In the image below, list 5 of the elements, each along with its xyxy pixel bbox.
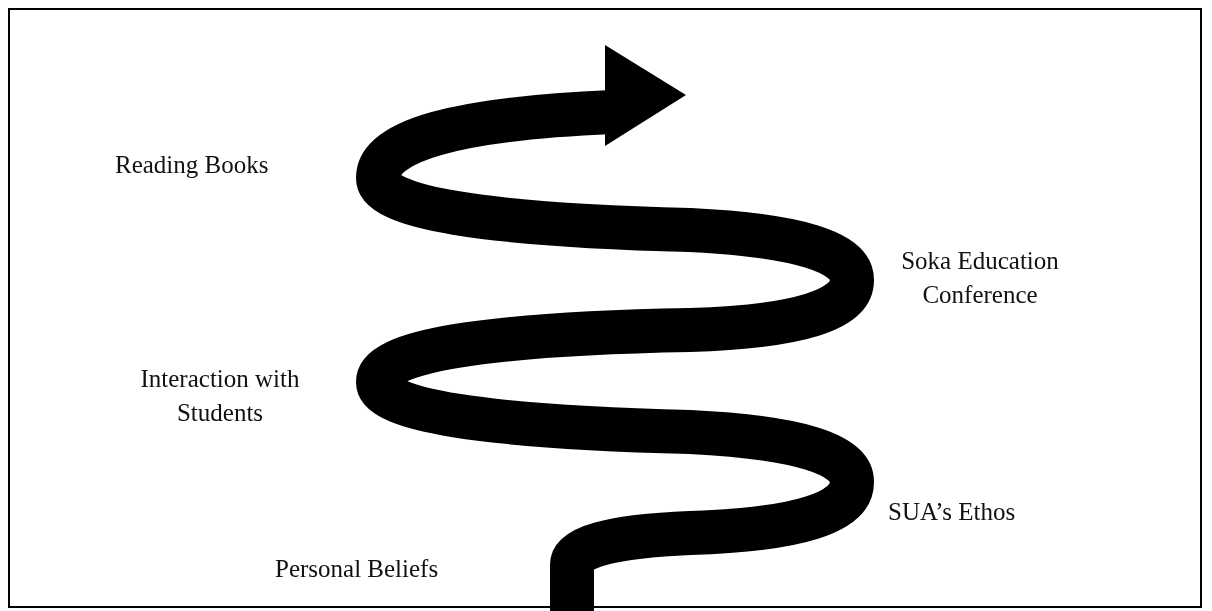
stage-label: Interaction with Students [139, 364, 301, 428]
stage-label: SUA’s Ethos [888, 497, 1016, 527]
stage-label: Soka Education Conference [900, 246, 1060, 310]
stage-label: Personal Beliefs [275, 554, 439, 584]
stage-label: Reading Books [115, 150, 269, 180]
